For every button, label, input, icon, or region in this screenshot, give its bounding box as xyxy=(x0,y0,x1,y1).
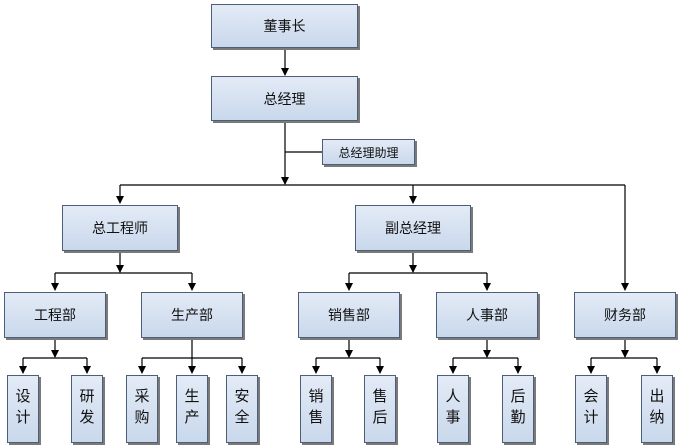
finance-dept-label: 财务部 xyxy=(604,308,646,324)
section-accounting: 会计 xyxy=(575,375,607,443)
chairman-label: 董事长 xyxy=(263,19,306,35)
chairman-node: 董事长 xyxy=(211,4,358,48)
gm-assistant-label: 总经理助理 xyxy=(338,145,399,160)
finance-dept-node: 财务部 xyxy=(574,292,676,338)
deputy-gm-node: 副总经理 xyxy=(355,205,471,251)
section-cashier: 出纳 xyxy=(641,375,673,443)
deputy-gm-label: 副总经理 xyxy=(385,221,441,237)
section-safety-label: 安全 xyxy=(232,388,251,430)
section-design: 设计 xyxy=(7,375,39,443)
general-manager-node: 总经理 xyxy=(211,76,358,121)
section-personnel-label: 人事 xyxy=(443,388,462,430)
sales-dept-node: 销售部 xyxy=(298,292,400,338)
section-production-label: 生产 xyxy=(182,388,201,430)
engineering-dept-label: 工程部 xyxy=(34,308,76,324)
hr-dept-node: 人事部 xyxy=(436,292,538,338)
chief-engineer-label: 总工程师 xyxy=(92,221,148,237)
section-logistics-label: 后勤 xyxy=(508,388,527,430)
chief-engineer-node: 总工程师 xyxy=(62,205,178,251)
section-research: 研发 xyxy=(71,375,103,443)
section-accounting-label: 会计 xyxy=(581,388,600,430)
section-design-label: 设计 xyxy=(13,388,32,430)
section-after-sales: 售后 xyxy=(364,375,396,443)
section-safety: 安全 xyxy=(226,375,258,443)
section-production: 生产 xyxy=(176,375,208,443)
section-purchasing: 采购 xyxy=(126,375,158,443)
sales-dept-label: 销售部 xyxy=(328,308,370,324)
section-research-label: 研发 xyxy=(77,388,96,430)
section-sales-label: 销售 xyxy=(306,388,325,430)
section-sales: 销售 xyxy=(300,375,332,443)
section-logistics: 后勤 xyxy=(502,375,534,443)
engineering-dept-node: 工程部 xyxy=(4,292,106,338)
section-after-sales-label: 售后 xyxy=(370,388,389,430)
production-dept-label: 生产部 xyxy=(171,308,213,324)
gm-assistant-node: 总经理助理 xyxy=(322,139,415,165)
general-manager-label: 总经理 xyxy=(263,91,306,108)
hr-dept-label: 人事部 xyxy=(466,308,508,324)
section-purchasing-label: 采购 xyxy=(132,388,151,430)
section-cashier-label: 出纳 xyxy=(647,388,666,430)
section-personnel: 人事 xyxy=(437,375,469,443)
production-dept-node: 生产部 xyxy=(141,292,243,338)
